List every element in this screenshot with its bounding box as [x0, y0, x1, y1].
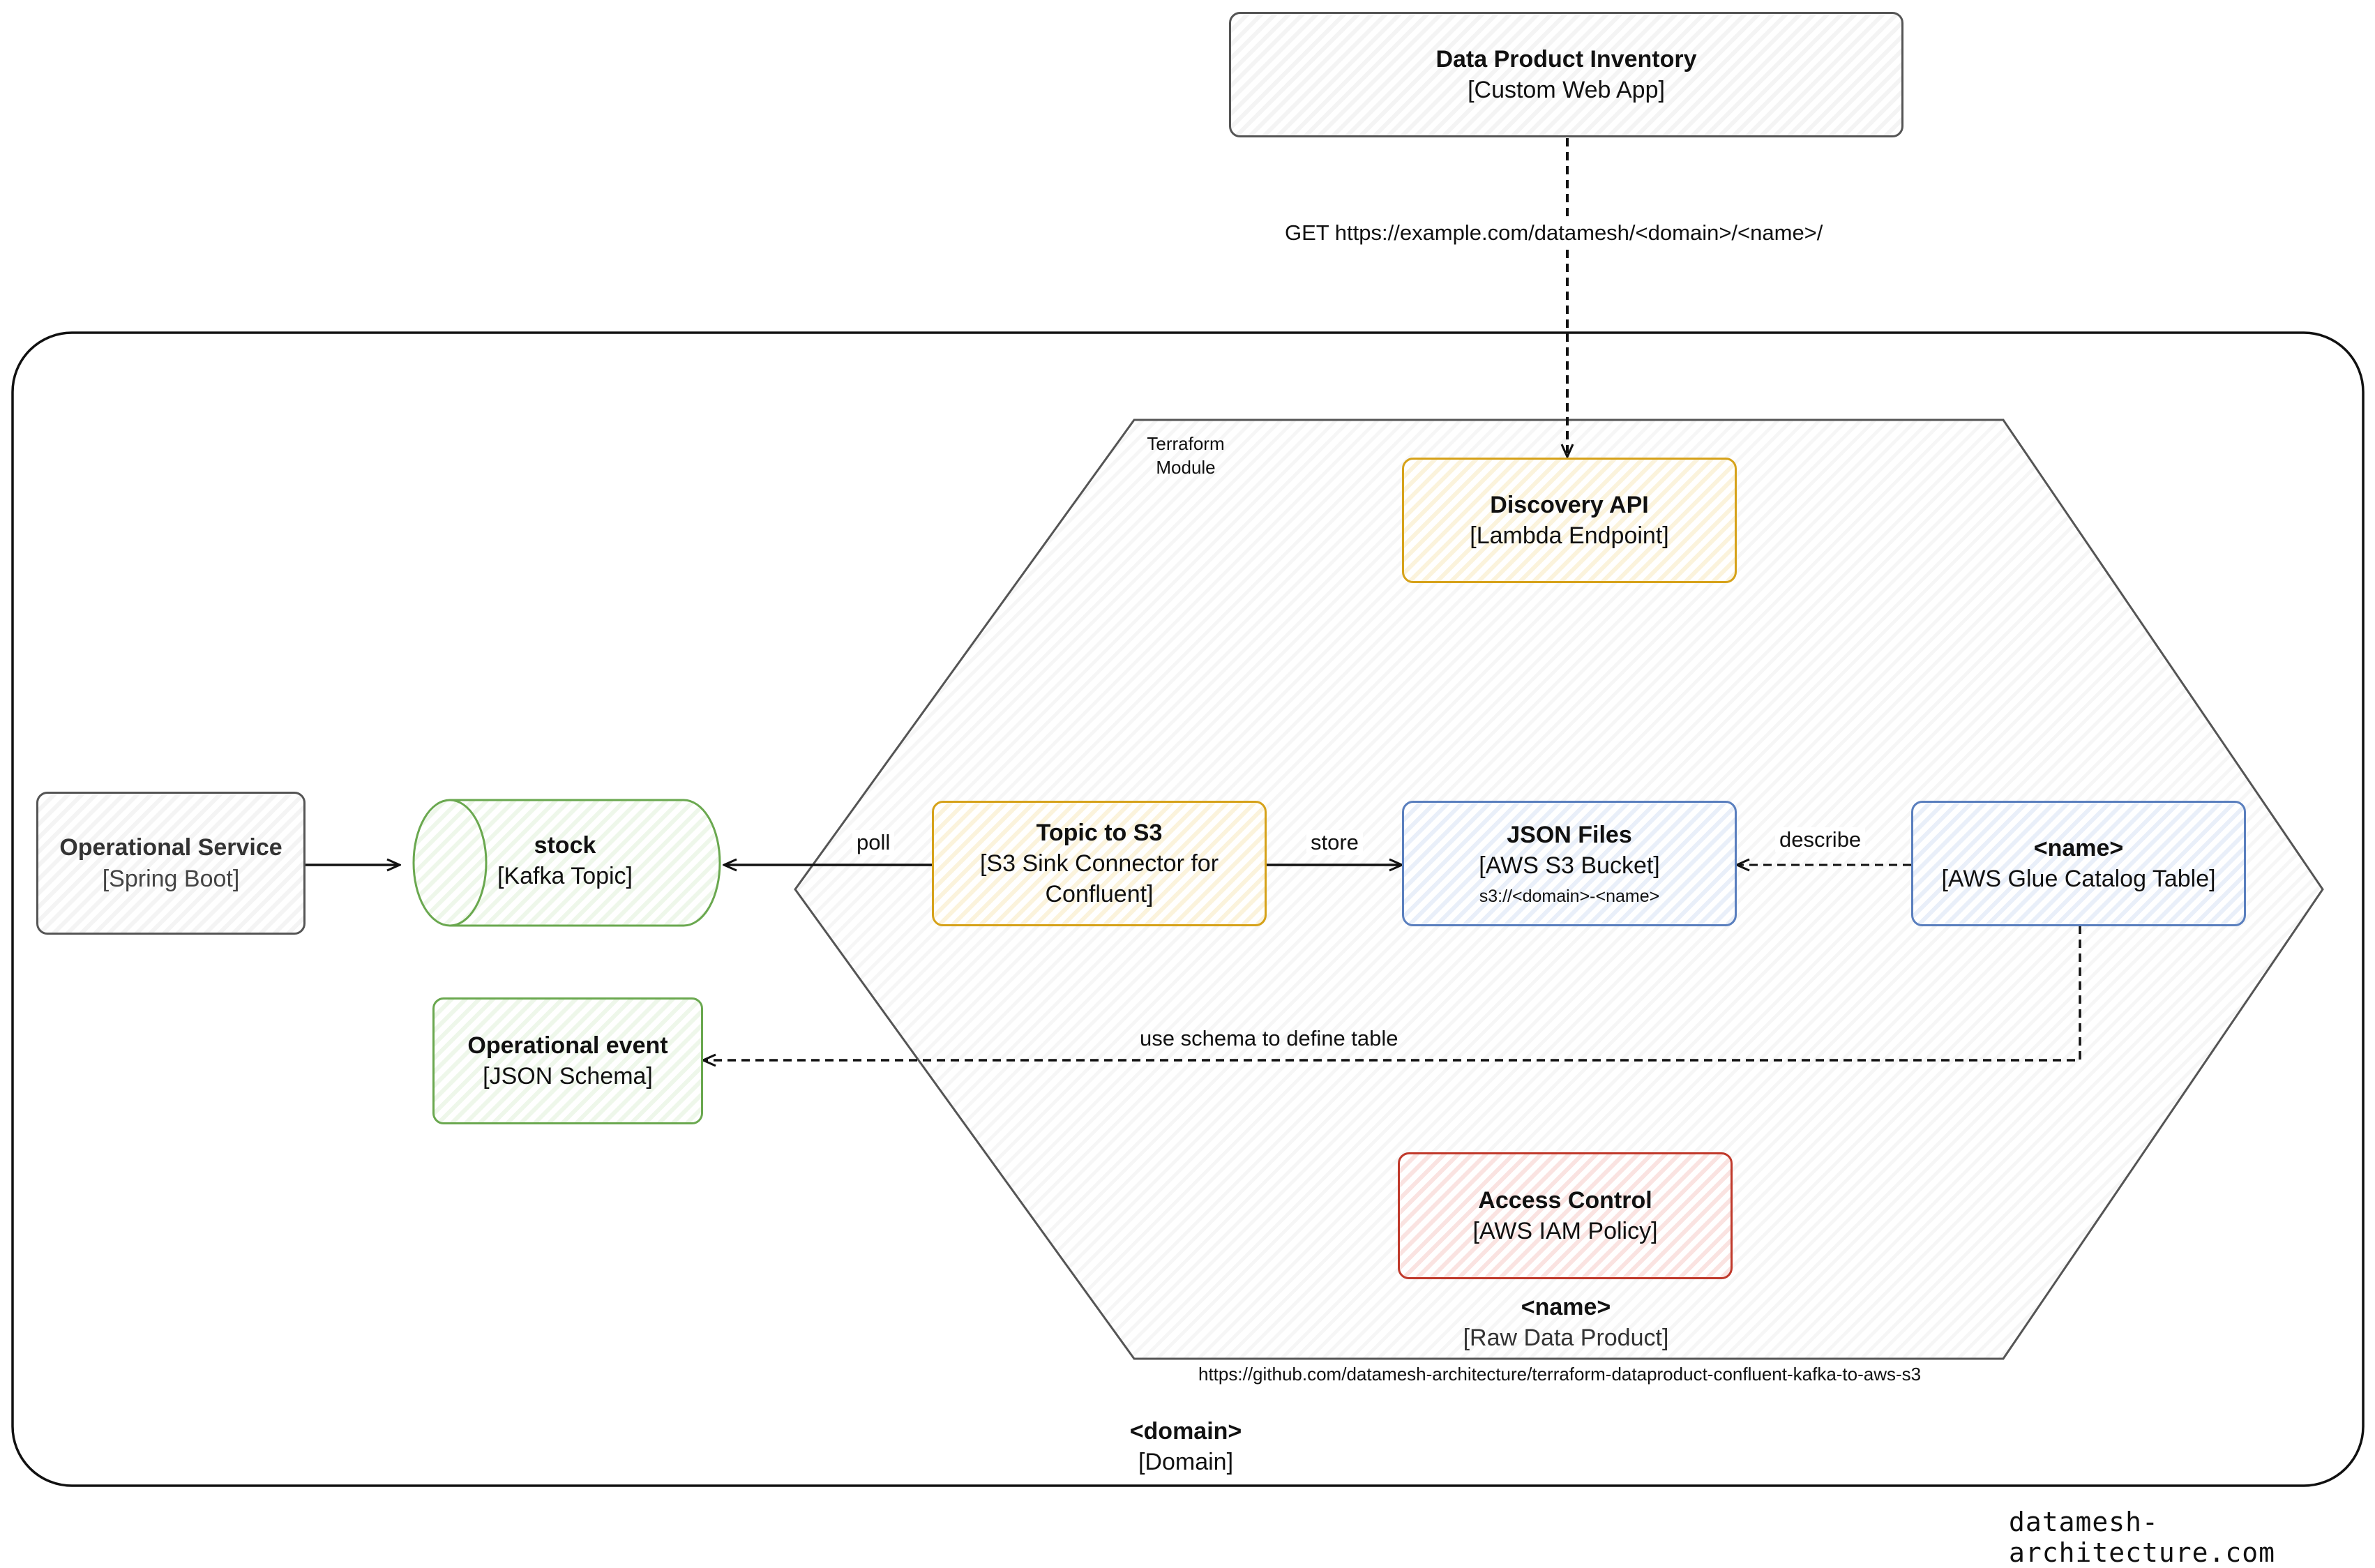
raw-data-product-label: <name> [Raw Data Product]: [1360, 1292, 1772, 1353]
stock-kafka-topic-cylinder: [412, 799, 721, 927]
watermark-text: datamesh-architecture.com: [2009, 1507, 2276, 1568]
domain-subtitle: [Domain]: [1138, 1449, 1234, 1476]
access-control-subtitle: [AWS IAM Policy]: [1472, 1218, 1658, 1244]
domain-label: <domain> [Domain]: [1046, 1416, 1325, 1477]
topic-to-s3-title: Topic to S3: [1036, 819, 1163, 846]
glue-title: <name>: [2033, 834, 2124, 861]
topic-to-s3-subtitle: [S3 Sink Connector for Confluent]: [979, 850, 1219, 908]
stock-subtitle: [Kafka Topic]: [497, 863, 633, 890]
inventory-title: Data Product Inventory: [1435, 45, 1697, 73]
inventory-subtitle: [Custom Web App]: [1468, 77, 1665, 103]
domain-container: [11, 331, 2365, 1487]
stock-title: stock: [534, 832, 596, 859]
discovery-subtitle: [Lambda Endpoint]: [1470, 522, 1669, 549]
discovery-api-box[interactable]: Discovery API [Lambda Endpoint]: [1402, 458, 1737, 583]
discovery-title: Discovery API: [1490, 491, 1649, 518]
data-product-subtitle: [Raw Data Product]: [1463, 1325, 1669, 1352]
data-product-title: <name>: [1521, 1294, 1611, 1320]
get-request-label: GET https://example.com/datamesh/<domain…: [1281, 220, 1827, 246]
operational-service-box[interactable]: Operational Service [Spring Boot]: [36, 792, 306, 935]
data-product-inventory-box[interactable]: Data Product Inventory [Custom Web App]: [1229, 12, 1903, 137]
repository-url-link[interactable]: https://github.com/datamesh-architecture…: [1198, 1364, 1922, 1385]
edge-label-poll: poll: [852, 830, 895, 855]
json-files-title: JSON Files: [1507, 821, 1632, 848]
glue-subtitle: [AWS Glue Catalog Table]: [1941, 866, 2216, 892]
edge-label-use-schema: use schema to define table: [1140, 1026, 1398, 1050]
operational-service-title: Operational Service: [59, 834, 282, 861]
json-files-path: s3://<domain>-<name>: [1479, 886, 1660, 906]
operational-event-title: Operational event: [467, 1032, 668, 1059]
access-control-title: Access Control: [1478, 1186, 1652, 1214]
access-control-box[interactable]: Access Control [AWS IAM Policy]: [1398, 1152, 1733, 1279]
json-files-box[interactable]: JSON Files [AWS S3 Bucket] s3://<domain>…: [1402, 801, 1737, 926]
operational-event-subtitle: [JSON Schema]: [483, 1063, 653, 1090]
edge-label-store: store: [1306, 830, 1363, 855]
operational-service-subtitle: [Spring Boot]: [102, 865, 240, 892]
topic-to-s3-box[interactable]: Topic to S3 [S3 Sink Connector for Confl…: [932, 801, 1267, 926]
terraform-module-label: Terraform Module: [1147, 433, 1225, 478]
operational-event-box[interactable]: Operational event [JSON Schema]: [432, 997, 703, 1124]
stock-label[interactable]: stock [Kafka Topic]: [446, 830, 684, 891]
glue-catalog-table-box[interactable]: <name> [AWS Glue Catalog Table]: [1911, 801, 2246, 926]
edge-label-describe: describe: [1775, 827, 1866, 852]
json-files-subtitle: [AWS S3 Bucket]: [1479, 852, 1660, 879]
domain-title: <domain>: [1129, 1418, 1242, 1445]
edge-use-schema: [703, 926, 2081, 1060]
